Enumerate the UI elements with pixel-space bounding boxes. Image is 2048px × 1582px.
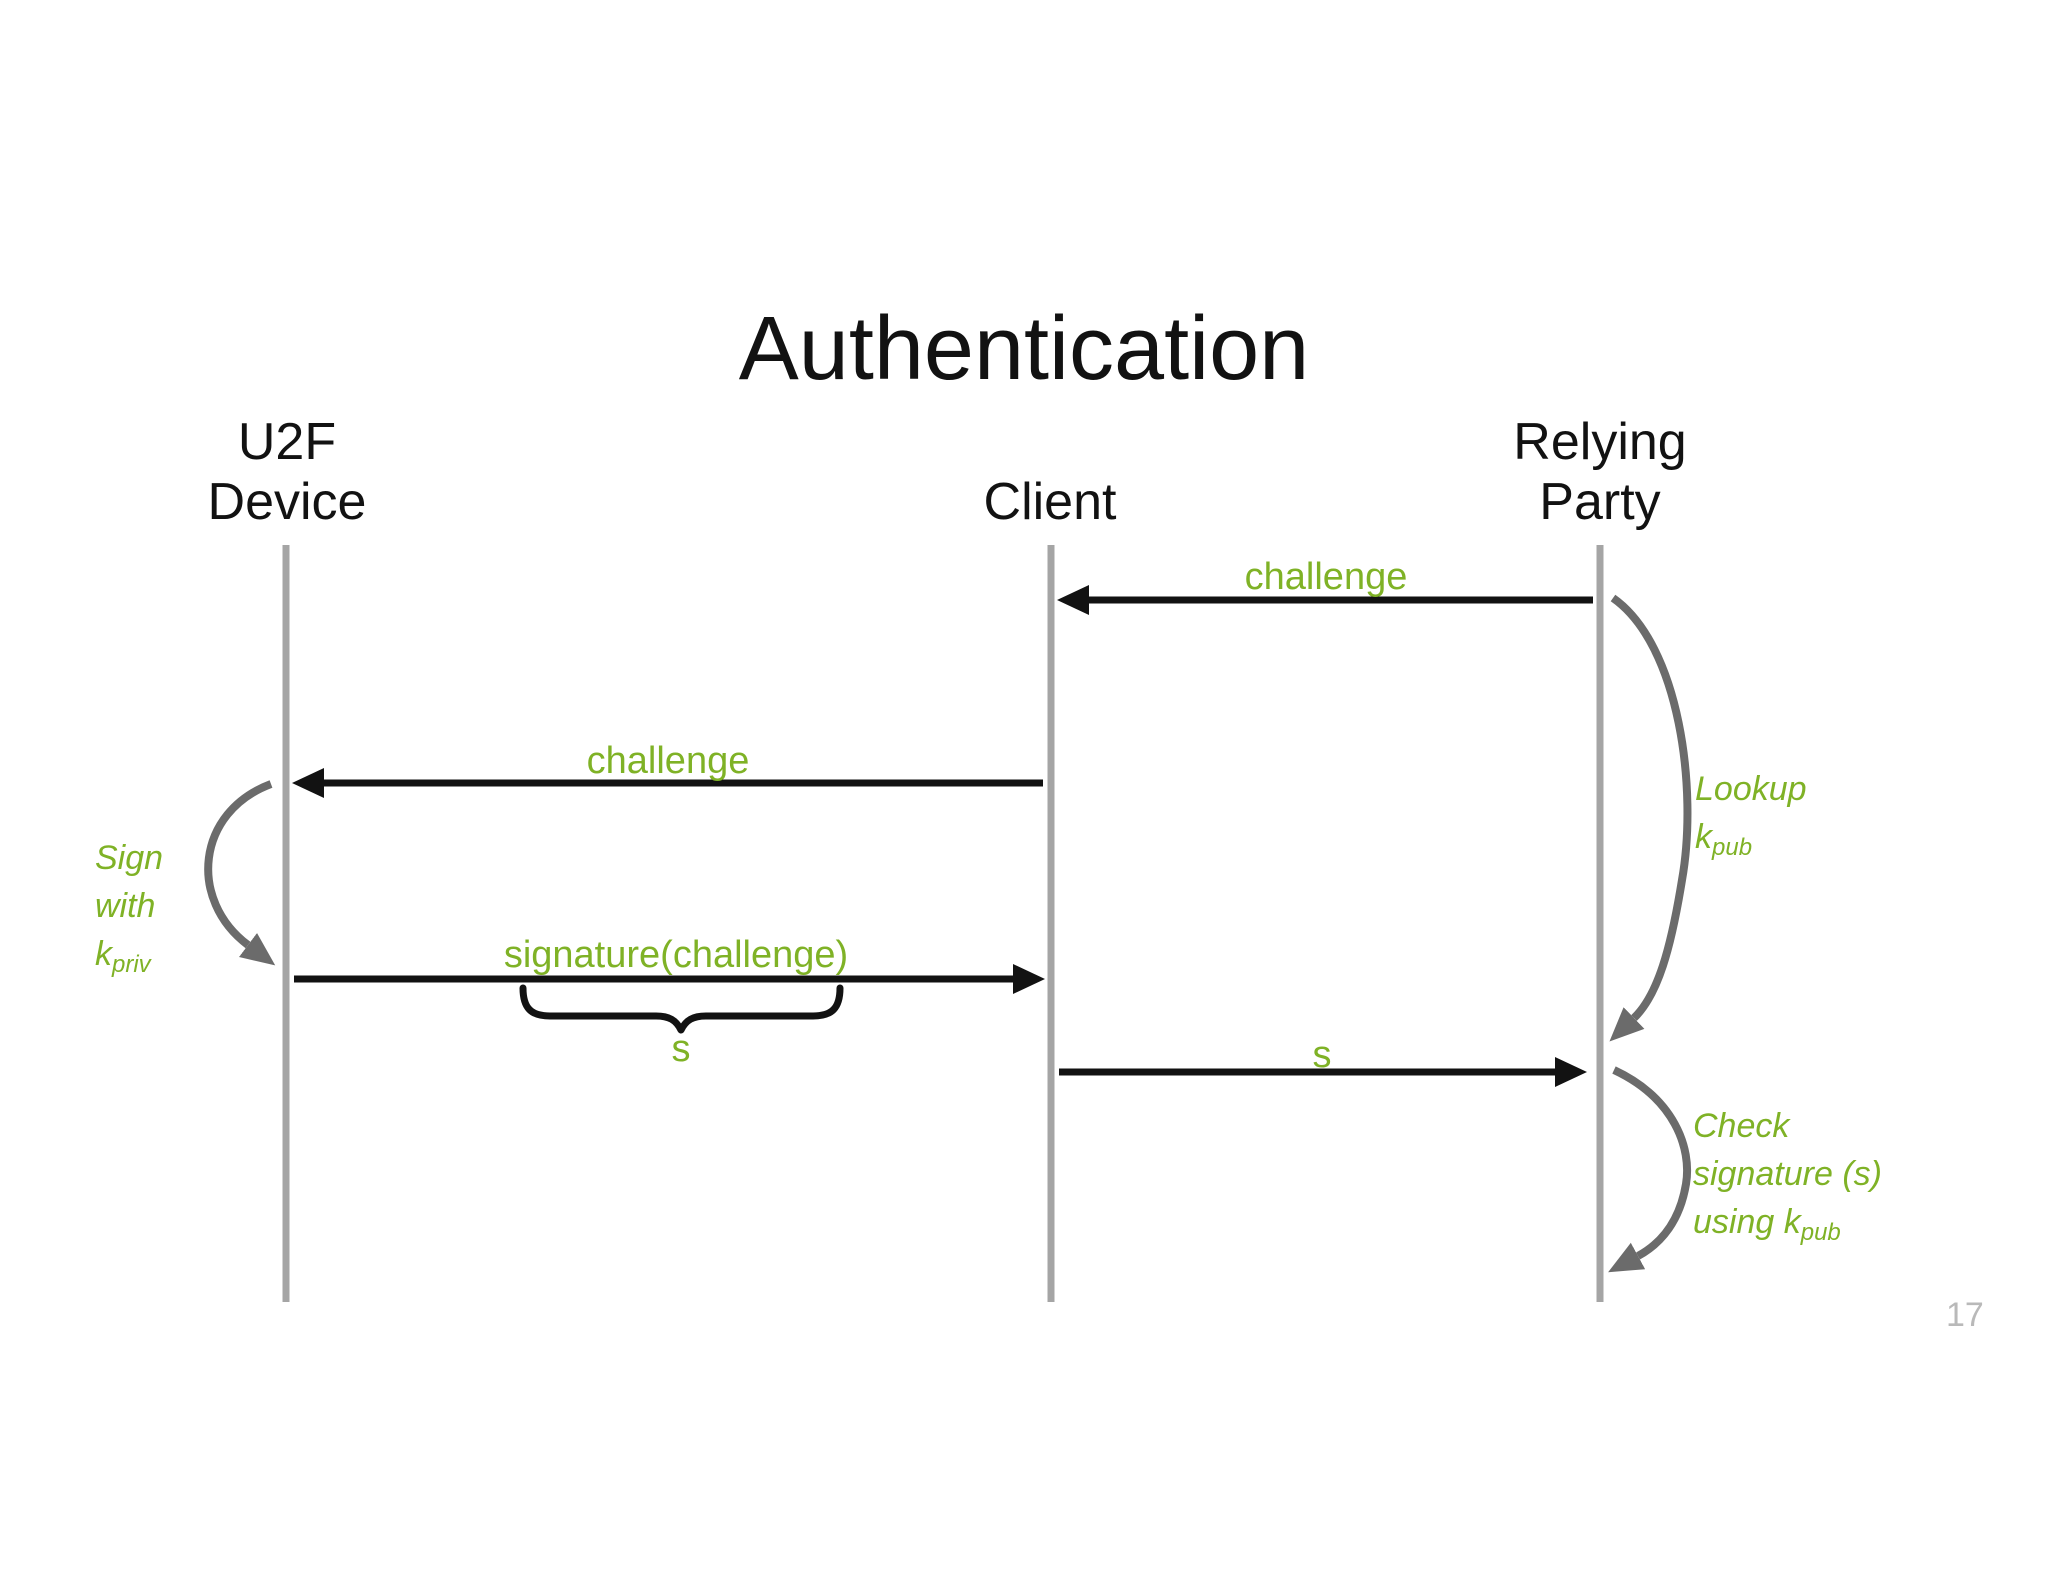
annotation-sign-line3: kpriv <box>95 930 163 989</box>
actor-relying-party-line2: Party <box>1539 473 1661 531</box>
annotation-lookup-line2: kpub <box>1695 813 1807 872</box>
annotation-check-line3: using kpub <box>1693 1198 1882 1257</box>
annotation-check-line1: Check <box>1693 1107 1790 1145</box>
label-signature-shorthand-s: s <box>671 1028 691 1070</box>
label-challenge-rp-to-client: challenge <box>1244 556 1408 598</box>
actor-relying-party-line1: Relying <box>1513 413 1687 471</box>
check-signature-curve <box>1608 1066 1691 1273</box>
sign-with-kpriv-curve <box>204 780 276 966</box>
signature-brace <box>519 984 844 1034</box>
annotation-check-line3-prefix: using <box>1693 1203 1784 1241</box>
actor-u2f-device-line1: U2F <box>237 413 337 471</box>
actor-relying-party: Relying Party <box>1513 412 1686 532</box>
kpub-subscript-2: pub <box>1800 1219 1841 1246</box>
annotation-sign-with-kpriv: Sign with kpriv <box>95 834 163 989</box>
lookup-kpub-curve <box>1609 594 1692 1042</box>
annotation-lookup-line1: Lookup <box>1695 770 1807 808</box>
kpriv-subscript: priv <box>112 951 151 978</box>
kpub-symbol-2: k <box>1783 1203 1801 1241</box>
slide-title: Authentication <box>738 299 1310 399</box>
actor-u2f-device-line2: Device <box>207 473 367 531</box>
kpub-symbol: k <box>1695 818 1712 856</box>
annotation-sign-line1: Sign <box>95 839 164 877</box>
actor-u2f-device: U2F Device <box>208 412 367 532</box>
label-s-client-to-rp: s <box>1312 1034 1332 1076</box>
kpub-subscript: pub <box>1712 834 1753 861</box>
page-number: 17 <box>1946 1296 1984 1334</box>
annotation-check-signature: Check signature (s) using kpub <box>1693 1102 1882 1257</box>
kpriv-symbol: k <box>95 935 112 973</box>
annotation-lookup-kpub: Lookup kpub <box>1695 765 1807 872</box>
annotation-check-line2: signature (s) <box>1693 1155 1882 1193</box>
label-challenge-client-to-device: challenge <box>586 740 750 782</box>
actor-client: Client <box>983 473 1117 531</box>
label-signature-device-to-client: signature(challenge) <box>503 934 849 976</box>
annotation-sign-line2: with <box>95 887 156 925</box>
